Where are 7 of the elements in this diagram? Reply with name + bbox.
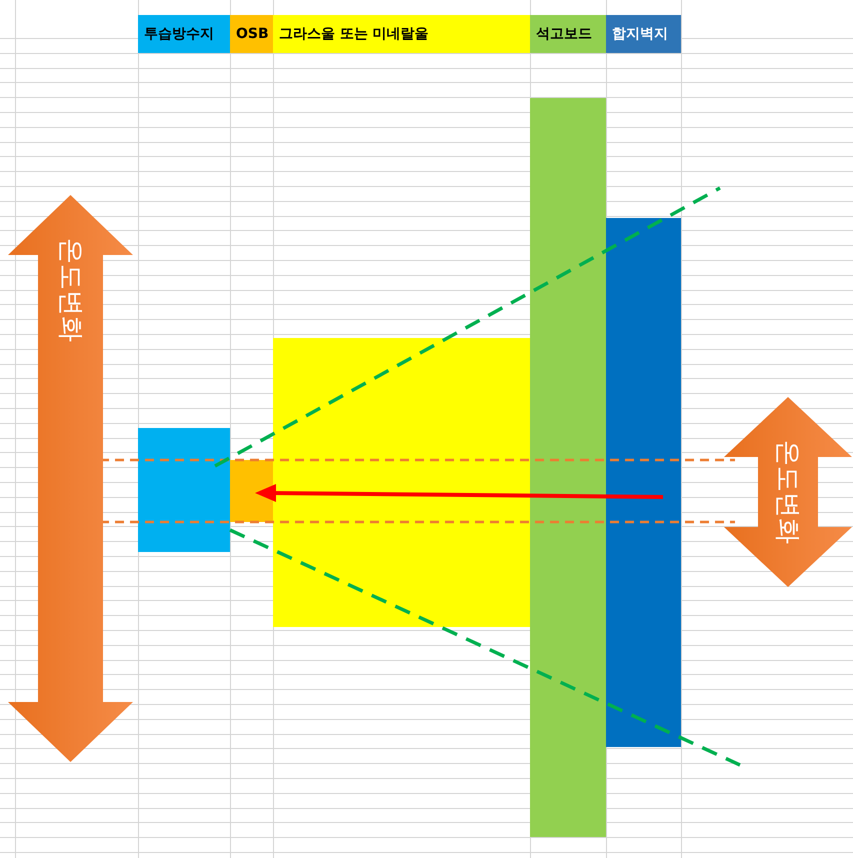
arrow-label: 온도변화 (772, 440, 804, 544)
header-cell: 그라스울 또는 미네랄울 (273, 15, 530, 53)
arrow-label: 온도변화 (54, 238, 86, 342)
header-cell: OSB (230, 15, 273, 53)
header-cell: 투습방수지 (138, 15, 230, 53)
header-cell: 합지벽지 (606, 15, 681, 53)
header-cell: 석고보드 (530, 15, 606, 53)
